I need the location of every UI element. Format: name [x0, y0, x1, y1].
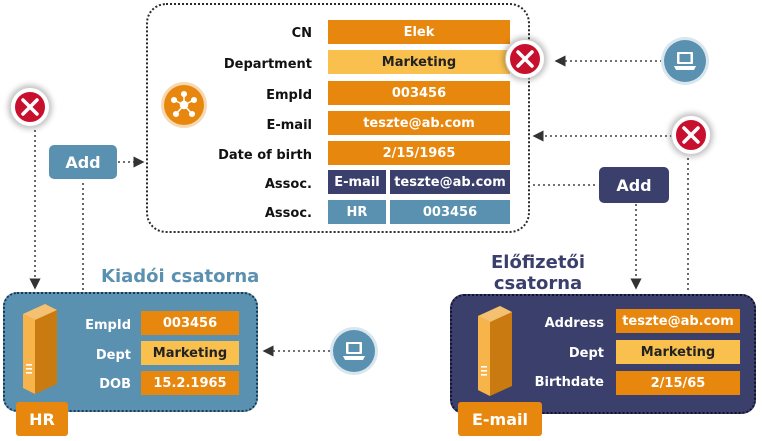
add-button-email[interactable]: Add [599, 167, 669, 203]
email-value-dept: Marketing [616, 340, 740, 364]
email-channel-box: Address Dept Birthdate teszte@ab.com Mar… [450, 294, 756, 414]
computer-icon [664, 40, 706, 82]
hr-tag: HR [16, 402, 68, 436]
record-label-empid: EmpId [266, 88, 312, 103]
add-button-hr[interactable]: Add [49, 145, 117, 179]
hr-value-empid: 003456 [141, 311, 239, 335]
reject-x-icon [11, 88, 49, 126]
record-label-assoc-hr: Assoc. [264, 206, 312, 221]
record-value-empid: 003456 [328, 81, 510, 105]
email-label-birthdate: Birthdate [534, 375, 604, 390]
identity-record-panel: CN Department EmpId E-mail Date of birth… [146, 3, 530, 233]
hr-label-empid: EmpId [85, 318, 131, 333]
record-value-email: teszte@ab.com [328, 111, 510, 135]
record-label-dob: Date of birth [218, 148, 312, 163]
server-icon [472, 304, 516, 400]
record-label-department: Department [223, 57, 312, 72]
hr-value-dob: 15.2.1965 [141, 371, 239, 395]
record-label-cn: CN [291, 26, 312, 41]
record-assoc-hr-value: 003456 [390, 200, 510, 224]
hr-label-dept: Dept [95, 348, 131, 363]
record-label-email: E-mail [266, 118, 312, 133]
record-label-assoc-email: Assoc. [264, 177, 312, 192]
email-value-birthdate: 2/15/65 [616, 371, 740, 395]
record-value-dob: 2/15/1965 [328, 141, 510, 165]
record-assoc-email-source: E-mail [328, 170, 386, 194]
email-channel-title: Előfizetői csatorna [478, 252, 598, 294]
hr-channel-title: Kiadói csatorna [101, 266, 260, 287]
reject-x-icon [672, 116, 710, 154]
hr-value-dept: Marketing [141, 341, 239, 365]
reject-x-icon [506, 40, 544, 78]
hub-icon [164, 85, 204, 125]
email-channel-title-line2: csatorna [493, 273, 583, 294]
email-value-address: teszte@ab.com [616, 309, 740, 333]
email-channel-title-line1: Előfizetői [491, 252, 585, 273]
email-tag: E-mail [458, 402, 542, 436]
hr-channel-box: EmpId Dept DOB 003456 Marketing 15.2.196… [3, 292, 258, 412]
record-assoc-hr-source: HR [328, 200, 386, 224]
email-label-address: Address [544, 316, 604, 331]
record-assoc-email-value: teszte@ab.com [390, 170, 510, 194]
hr-label-dob: DOB [99, 377, 131, 392]
email-label-dept: Dept [568, 346, 604, 361]
server-icon [17, 302, 61, 398]
record-value-cn: Elek [328, 20, 510, 44]
record-value-department: Marketing [328, 50, 510, 74]
computer-icon [333, 330, 375, 372]
